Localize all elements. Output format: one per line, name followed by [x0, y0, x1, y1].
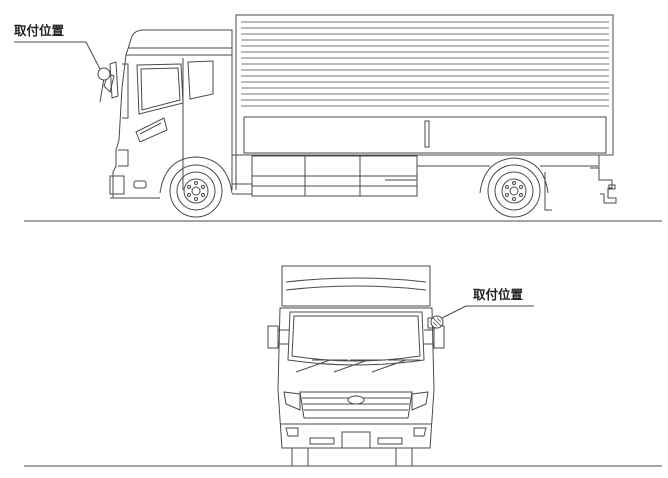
side-view-truck: 取付位置 — [14, 14, 662, 222]
side-mount-callout: 取付位置 — [14, 23, 111, 81]
side-front-wheel — [169, 164, 223, 218]
truck-cab — [109, 29, 237, 199]
front-mount-callout: 取付位置 — [430, 287, 534, 329]
front-mount-label: 取付位置 — [473, 287, 524, 302]
cargo-box — [235, 14, 614, 181]
side-mount-marker — [97, 67, 111, 81]
front-cargo-box — [281, 265, 431, 307]
front-view-truck: 取付位置 — [24, 265, 662, 467]
front-left-tyre — [291, 447, 309, 467]
chassis-side-guard — [232, 155, 617, 211]
cargo-louvres — [241, 21, 609, 107]
front-right-tyre — [395, 447, 413, 467]
front-left-mirror — [267, 325, 290, 349]
front-cab — [277, 307, 435, 449]
side-mount-label: 取付位置 — [14, 23, 65, 38]
side-rear-wheel — [479, 157, 549, 218]
